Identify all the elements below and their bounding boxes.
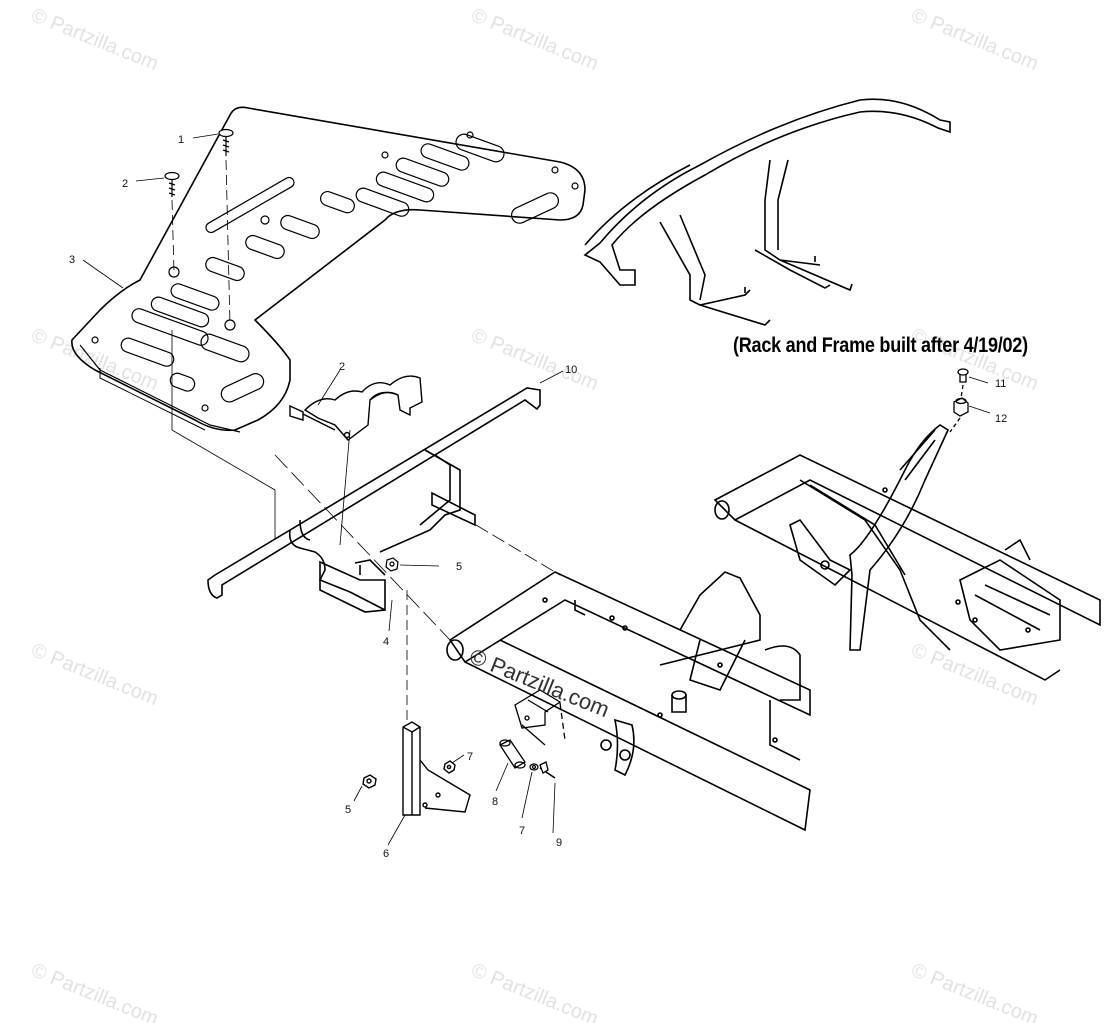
watermark-text: © Partzilla.com: [908, 639, 1041, 710]
watermark-text: © Partzilla.com: [28, 639, 161, 710]
rack-frame-after: [583, 98, 951, 326]
spacer-assembly: [499, 689, 566, 779]
watermark-text: © Partzilla.com: [468, 959, 601, 1023]
watermark-text: © Partzilla.com: [28, 4, 161, 75]
callout-12: 12: [995, 413, 1007, 425]
callout-2: 2: [122, 178, 128, 190]
support-mount: [362, 721, 471, 816]
watermark-text: © Partzilla.com: [28, 959, 161, 1023]
nut-upper: [385, 557, 399, 572]
callout-numbers: 1 2 3 2 10 5 4 11 12 5 7 8 7 9 6: [69, 134, 1007, 860]
callout-7-lower: 7: [519, 825, 525, 837]
watermark-text: © Partzilla.com: [468, 324, 601, 395]
callout-6: 6: [383, 848, 389, 860]
diagram-caption: (Rack and Frame built after 4/19/02): [733, 334, 1028, 357]
rear-rack-frame: [207, 387, 541, 613]
callout-2-lower: 2: [339, 361, 345, 373]
callout-9: 9: [556, 837, 562, 849]
watermark-text: © Partzilla.com: [28, 324, 161, 395]
callout-10: 10: [565, 364, 577, 376]
watermark-text: © Partzilla.com: [908, 4, 1041, 75]
main-frame: [446, 571, 811, 832]
mounting-bracket-upper: [289, 375, 423, 441]
watermark-text: © Partzilla.com: [468, 4, 601, 75]
leader-lines: [82, 133, 991, 846]
assembly-lines: [171, 159, 561, 725]
callout-5-upper: 5: [456, 561, 462, 573]
watermark-text: © Partzilla.com: [908, 959, 1041, 1023]
callout-7-upper: 7: [467, 751, 473, 763]
callout-11: 11: [995, 378, 1006, 390]
callout-4: 4: [383, 636, 389, 648]
callout-3: 3: [69, 254, 75, 266]
callout-8: 8: [492, 796, 498, 808]
rack-screw-top: [164, 128, 234, 197]
frame-after: [713, 424, 1101, 681]
callout-5-lower: 5: [345, 804, 351, 816]
center-watermark: © Partzilla.com: [466, 643, 613, 722]
upper-fasteners: [949, 368, 969, 433]
callout-1: 1: [178, 134, 184, 146]
rear-rack: [71, 106, 586, 433]
